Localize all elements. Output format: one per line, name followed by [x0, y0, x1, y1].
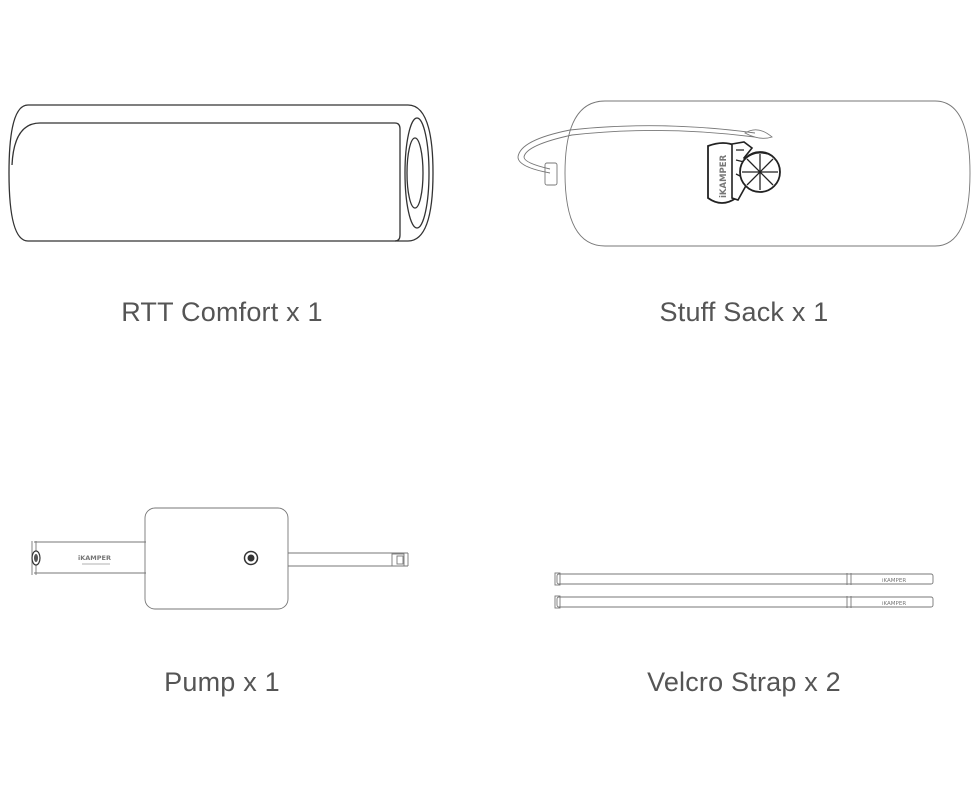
strap-logo-text-1: iKAMPER [882, 578, 906, 584]
velcro-strap-illustration: iKAMPER iKAMPER [554, 572, 934, 609]
velcro-strap-label: Velcro Strap x 2 [647, 667, 841, 697]
velcro-strap-top: iKAMPER [554, 572, 934, 586]
ikamper-logo-text: iKAMPER [719, 154, 729, 198]
rtt-comfort-label: RTT Comfort x 1 [121, 297, 323, 327]
pump-illustration: iKAMPER [31, 507, 409, 610]
ikamper-logo-icon: iKAMPER [707, 141, 781, 204]
velcro-strap-bottom: iKAMPER [554, 595, 934, 609]
rtt-comfort-illustration [8, 104, 434, 242]
pump-label: Pump x 1 [164, 667, 280, 697]
stuff-sack-label: Stuff Sack x 1 [659, 297, 829, 327]
strap-logo-text-2: iKAMPER [882, 601, 906, 607]
pump-logo-text: iKAMPER [78, 554, 111, 562]
stuff-sack-illustration [517, 100, 971, 247]
